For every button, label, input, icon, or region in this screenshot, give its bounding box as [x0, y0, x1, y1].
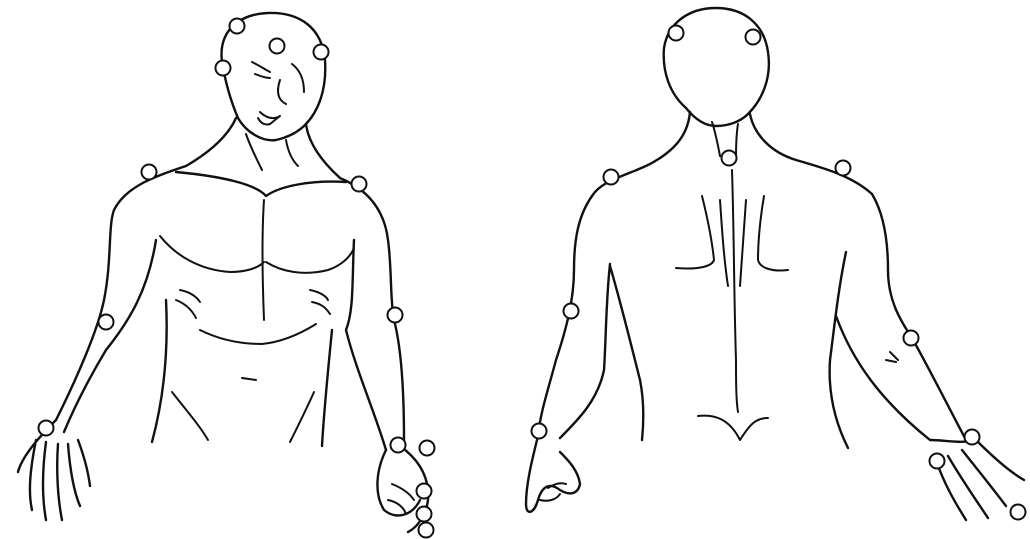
- front-joint-marker: [388, 308, 403, 323]
- front-abs: [200, 324, 316, 344]
- front-face-brow: [252, 62, 270, 72]
- back-joint-marker: [564, 304, 579, 319]
- front-rib-4: [312, 302, 330, 314]
- front-joint-marker: [216, 61, 231, 76]
- back-side-right: [872, 194, 966, 440]
- back-joint-marker: [965, 430, 980, 445]
- front-joint-marker: [352, 177, 367, 192]
- front-waist-right: [322, 330, 332, 446]
- front-joint-marker: [419, 523, 434, 538]
- back-waist-right: [830, 252, 848, 448]
- front-joint-marker: [142, 165, 157, 180]
- front-torso-left: [56, 166, 186, 420]
- back-joint-marker: [604, 170, 619, 185]
- front-rib-1: [180, 290, 200, 302]
- back-lower: [698, 416, 768, 440]
- back-ridge-left: [720, 200, 728, 286]
- back-inner-arm-left: [560, 264, 610, 438]
- front-sternum: [263, 200, 265, 320]
- front-rib-3: [310, 290, 328, 300]
- back-ridge-right: [740, 200, 746, 286]
- back-joint-marker: [930, 454, 945, 469]
- front-fingers-right: [388, 484, 414, 514]
- back-blade-left: [676, 196, 714, 269]
- front-neck-left: [186, 118, 236, 166]
- front-joint-marker: [420, 441, 435, 456]
- back-spine: [732, 170, 738, 412]
- front-neck-right: [306, 124, 340, 178]
- front-hip-left: [172, 392, 208, 440]
- back-view: [526, 8, 1024, 520]
- front-chest-right: [266, 248, 354, 273]
- back-joint-marker: [532, 424, 547, 439]
- front-face-mouth: [258, 112, 280, 125]
- front-joint-marker: [314, 45, 329, 60]
- front-neck-tendon-2: [286, 140, 298, 166]
- front-joint-marker: [270, 39, 285, 54]
- front-joint-marker: [417, 507, 432, 522]
- front-clavicle: [176, 172, 346, 196]
- front-neck-tendon: [246, 134, 262, 170]
- back-neck-right: [750, 114, 872, 194]
- front-view: [18, 13, 428, 532]
- front-chest-left: [160, 236, 264, 272]
- back-waist-left: [610, 266, 643, 440]
- front-rib-2: [176, 300, 196, 318]
- front-joint-marker: [417, 484, 432, 499]
- front-joint-marker: [99, 315, 114, 330]
- back-joint-marker: [904, 331, 919, 346]
- front-navel: [242, 378, 256, 380]
- front-inner-arm-right: [346, 240, 386, 450]
- back-joint-marker: [669, 26, 684, 41]
- front-face-nose: [278, 80, 286, 104]
- front-face-eye: [255, 74, 270, 78]
- back-elbow-mark: [886, 352, 898, 362]
- front-joint-marker: [391, 438, 406, 453]
- front-hand-left: [18, 420, 90, 520]
- front-inner-arm-left: [64, 240, 156, 432]
- back-blade-right: [758, 196, 788, 271]
- front-waist-left: [152, 300, 167, 442]
- back-joint-marker: [1011, 505, 1026, 520]
- back-joint-marker: [836, 161, 851, 176]
- front-face-cheek: [292, 64, 304, 92]
- back-hand-right: [930, 440, 1024, 520]
- front-joint-marker: [39, 421, 54, 436]
- front-joint-marker: [230, 19, 245, 34]
- back-joint-marker: [722, 151, 737, 166]
- back-joint-marker: [746, 30, 761, 45]
- front-hip-right: [290, 392, 314, 442]
